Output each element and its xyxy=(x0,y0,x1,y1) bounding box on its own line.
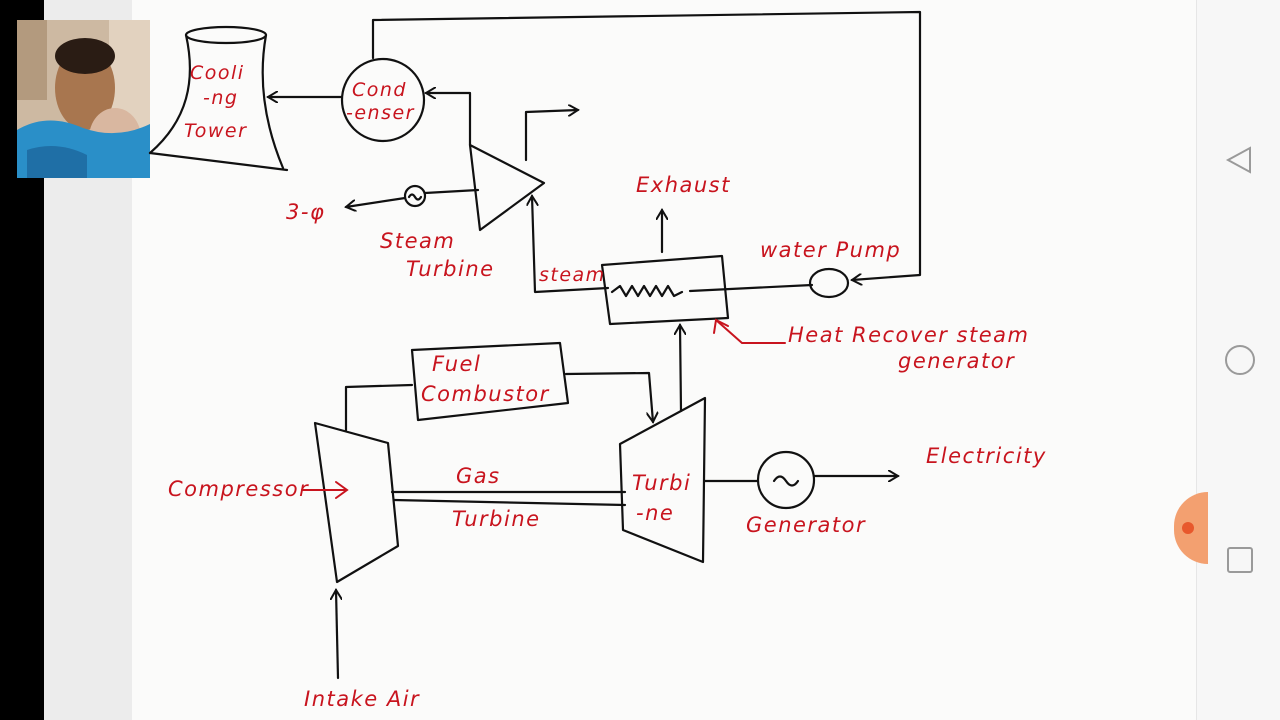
label-cooling-tower-3: Tower xyxy=(184,120,247,142)
fuel-combustor xyxy=(410,341,570,422)
label-gas-turbine: Turbine xyxy=(452,507,541,531)
hrsg-pointer-line xyxy=(715,319,786,344)
condenser xyxy=(340,57,426,143)
compressor xyxy=(313,421,400,584)
label-electricity: Electricity xyxy=(926,444,1047,468)
label-water-pump: water Pump xyxy=(760,238,901,262)
label-combustor: Combustor xyxy=(421,382,550,406)
paper-sheet xyxy=(132,0,1196,720)
label-steam-turbine-2: Turbine xyxy=(406,257,495,281)
recents-square-icon xyxy=(1227,547,1253,573)
turbine-to-hrsg-arrow xyxy=(680,325,681,413)
label-turbine-1: Turbi xyxy=(632,471,691,495)
presenter-image xyxy=(17,20,150,178)
label-cooling-tower-2: -ng xyxy=(203,87,238,109)
label-compressor: Compressor xyxy=(168,477,309,501)
combustor-to-turbine-arrow xyxy=(564,371,653,422)
cooling-tower xyxy=(148,25,289,172)
label-fuel: Fuel xyxy=(432,352,481,376)
compressor-pointer-head xyxy=(335,481,349,499)
gas-turbine xyxy=(618,396,707,564)
compressor-to-combustor-line xyxy=(344,383,414,432)
turbine-to-condenser-arrow xyxy=(426,93,472,147)
back-triangle-icon xyxy=(1225,146,1251,174)
label-generator: Generator xyxy=(746,513,866,537)
label-exhaust: Exhaust xyxy=(636,173,731,197)
water-pump xyxy=(808,267,850,299)
label-hrsg-1: Heat Recover steam xyxy=(788,323,1029,347)
recents-button[interactable] xyxy=(1222,542,1258,578)
label-intake-air: Intake Air xyxy=(304,687,420,711)
home-button[interactable] xyxy=(1222,342,1258,378)
home-circle-icon xyxy=(1225,345,1255,375)
generator-circle xyxy=(756,450,816,510)
navigation-bar xyxy=(1196,0,1280,720)
steam-turbine xyxy=(468,143,546,232)
hrsg-pointer-head xyxy=(713,318,729,334)
shaft-line-bottom xyxy=(392,498,627,507)
small-generator-wave-icon xyxy=(407,193,423,201)
presenter-webcam xyxy=(17,20,150,178)
back-button[interactable] xyxy=(1222,142,1258,178)
turbine-output-arrow xyxy=(524,110,578,162)
label-cooling-tower-1: Cooli xyxy=(190,62,245,84)
label-gas: Gas xyxy=(456,464,501,488)
label-three-phase: 3-φ xyxy=(286,200,325,224)
three-phase-arrow xyxy=(346,196,407,207)
label-condenser-1: Cond xyxy=(352,79,407,101)
label-hrsg-2: generator xyxy=(898,349,1015,373)
label-condenser-2: -enser xyxy=(346,102,415,124)
heat-recovery-steam-generator xyxy=(600,254,814,326)
label-turbine-2: -ne xyxy=(636,501,674,525)
label-steam: steam xyxy=(539,264,606,286)
label-steam-turbine-1: Steam xyxy=(380,229,455,253)
return-loop-line xyxy=(371,10,922,280)
intake-air-arrow xyxy=(336,590,338,680)
steam-to-turbine-arrow xyxy=(532,196,610,294)
record-icon xyxy=(1182,522,1194,534)
small-generator-circle xyxy=(403,184,427,208)
turbine-to-generator-shaft xyxy=(423,188,480,195)
generator-wave-icon xyxy=(772,475,800,487)
